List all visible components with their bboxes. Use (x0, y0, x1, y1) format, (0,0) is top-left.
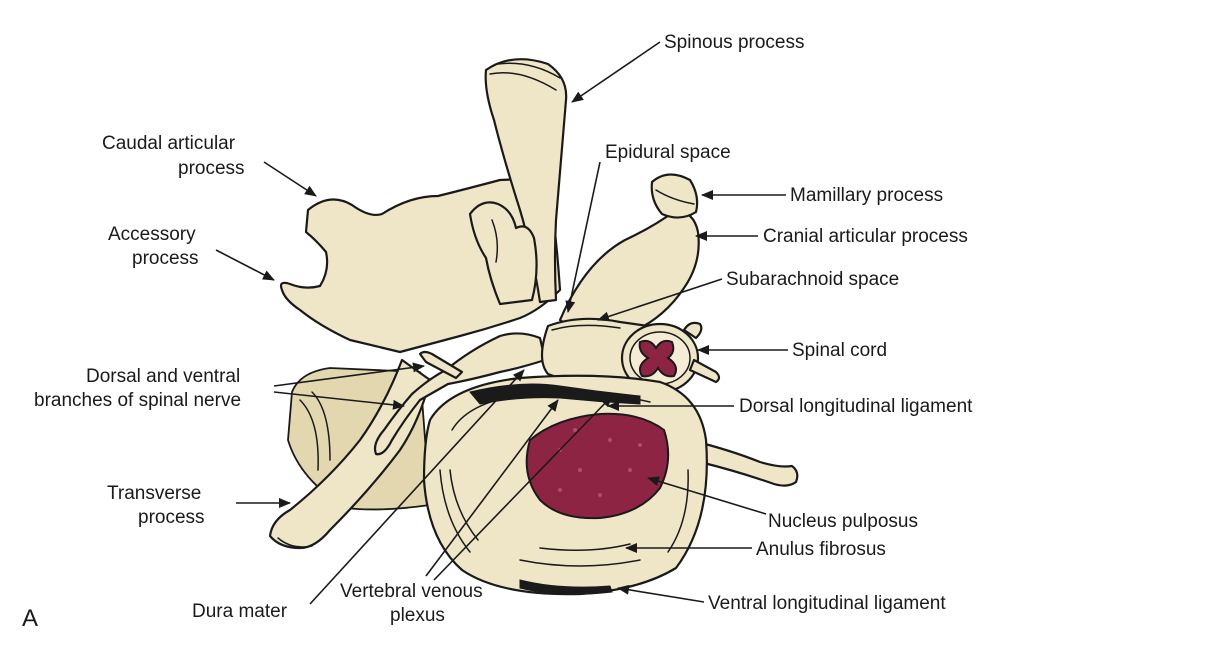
label-subarachnoid: Subarachnoid space (726, 269, 899, 290)
gray-matter-butterfly (638, 339, 677, 378)
dorsal-nerve-branch (418, 350, 464, 380)
label-ventral-ligament: Ventral longitudinal ligament (708, 593, 946, 614)
label-caudal-articular-1: Caudal articular (102, 133, 236, 154)
label-anulus-fibrosus: Anulus fibrosus (756, 539, 886, 560)
labels: Spinous process Caudal articular process… (22, 32, 973, 632)
ventral-ligament-band (519, 579, 613, 595)
nucleus-pulposus (525, 412, 670, 520)
leader-epidural-space (565, 161, 601, 313)
leader-nerve-dorsal (273, 362, 425, 387)
label-venous-plexus-1: Vertebral venous (340, 581, 483, 602)
leader-plexus-dorsal-2 (433, 395, 613, 581)
label-transverse-1: Transverse (107, 483, 201, 504)
leader-dura-mater (309, 369, 525, 605)
mamillary-process (650, 173, 699, 219)
leader-nucleus (647, 476, 767, 515)
label-mamillary-process: Mamillary process (790, 185, 943, 206)
right-transverse-process (688, 438, 799, 487)
label-cranial-articular: Cranial articular process (763, 226, 968, 247)
leader-caudal-articular (263, 161, 317, 197)
leader-accessory (215, 249, 275, 281)
mid-articular-tip (468, 201, 538, 306)
leader-spinous-process (571, 41, 661, 103)
cord-rootlet-side (688, 358, 721, 384)
label-nucleus-pulposus: Nucleus pulposus (768, 511, 918, 532)
label-accessory-1: Accessory (108, 224, 196, 245)
spinal-nerve-root (373, 332, 547, 456)
label-spinal-cord: Spinal cord (792, 340, 887, 361)
leader-lines (215, 41, 788, 605)
label-dorsal-ligament: Dorsal longitudinal ligament (739, 396, 973, 417)
left-transverse-process (268, 358, 432, 550)
label-spinous-process: Spinous process (664, 32, 804, 53)
label-venous-plexus-2: plexus (390, 605, 445, 626)
leader-plexus-dorsal (425, 399, 559, 577)
panel-letter: A (22, 605, 38, 632)
label-accessory-2: process (132, 248, 199, 269)
label-epidural-space: Epidural space (605, 142, 731, 163)
leader-nerve-ventral (273, 391, 405, 410)
label-nerve-branches-1: Dorsal and ventral (86, 366, 240, 387)
label-transverse-2: process (138, 507, 205, 528)
spinous-process (484, 58, 568, 304)
label-caudal-articular-2: process (178, 158, 245, 179)
dorsal-ligament-band (469, 383, 641, 405)
cord-rootlet-top (682, 321, 703, 340)
leader-subarachnoid (597, 278, 723, 322)
label-dura-mater: Dura mater (192, 601, 288, 622)
label-nerve-branches-2: branches of spinal nerve (34, 390, 241, 411)
cranial-articular-process (558, 208, 700, 342)
leader-ventral-ligament (617, 584, 705, 603)
vertebra-drawing (268, 58, 799, 596)
